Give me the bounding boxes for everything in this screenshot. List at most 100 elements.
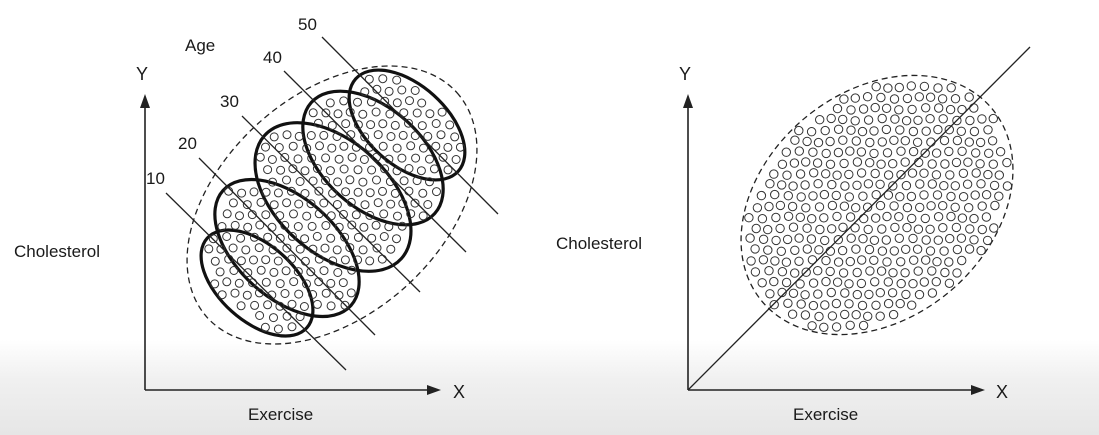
data-point (814, 202, 825, 212)
data-point (975, 159, 985, 169)
data-point (302, 211, 312, 221)
left-x-axis-label: X (453, 382, 465, 402)
data-point (319, 198, 329, 208)
data-point (390, 188, 400, 198)
data-point (282, 311, 292, 321)
data-point (927, 266, 937, 276)
data-point (896, 146, 906, 156)
data-point (255, 152, 265, 162)
data-point (964, 92, 974, 102)
data-point (326, 301, 336, 311)
data-point (838, 222, 848, 233)
data-point (801, 267, 811, 277)
data-point (366, 120, 376, 130)
data-point (813, 137, 824, 148)
data-point (222, 232, 232, 241)
data-point (385, 109, 395, 119)
data-point (263, 232, 273, 242)
data-point (280, 220, 290, 230)
data-point (833, 235, 843, 245)
data-point (875, 179, 885, 190)
data-point (862, 92, 873, 102)
data-point (312, 299, 322, 309)
age-group-10-ellipse (199, 228, 315, 338)
data-point (827, 200, 838, 211)
left-x-axis-arrowhead (427, 385, 441, 395)
data-point (294, 199, 304, 209)
data-point (341, 119, 351, 129)
data-point (340, 300, 350, 310)
data-point (333, 268, 343, 277)
data-point (981, 212, 992, 222)
data-point (890, 114, 900, 124)
data-point (940, 267, 950, 278)
data-point (423, 200, 433, 209)
right-x-variable-label: Exercise (793, 405, 858, 424)
data-point (896, 257, 906, 267)
data-point (963, 157, 973, 167)
data-point (794, 233, 804, 243)
data-point (875, 311, 885, 321)
data-point (315, 141, 324, 151)
data-point (404, 118, 413, 128)
data-point (237, 188, 247, 198)
data-point (932, 190, 943, 200)
data-point (378, 186, 387, 196)
data-point (790, 135, 800, 145)
data-point (863, 311, 873, 321)
data-point (908, 279, 918, 289)
data-point (869, 255, 879, 265)
data-point (321, 221, 331, 230)
data-point (425, 154, 434, 164)
data-point (758, 234, 769, 245)
data-point (833, 257, 844, 267)
data-point (851, 244, 861, 254)
data-point (875, 288, 885, 298)
data-point (455, 142, 465, 152)
data-point (970, 190, 980, 200)
data-point (977, 114, 987, 124)
data-point (931, 170, 942, 180)
data-point (921, 235, 931, 245)
data-point (306, 199, 316, 209)
data-point (235, 211, 244, 221)
data-point (788, 181, 798, 191)
data-point (1002, 181, 1013, 191)
age-group-50-line (321, 36, 499, 215)
data-point (776, 246, 786, 257)
data-point (887, 288, 898, 298)
data-point (957, 255, 967, 266)
data-point (261, 187, 271, 197)
data-point (794, 146, 804, 156)
data-point (944, 278, 955, 288)
data-point (360, 132, 370, 142)
data-point (845, 256, 855, 267)
data-point (919, 277, 929, 287)
data-point (858, 234, 868, 244)
data-point (275, 233, 285, 243)
data-point (286, 186, 296, 196)
data-point (971, 148, 981, 158)
data-point (367, 165, 377, 175)
data-point (883, 190, 894, 200)
data-point (881, 103, 892, 114)
data-point (795, 279, 805, 289)
data-point (951, 157, 962, 168)
data-point (267, 290, 277, 300)
data-point (418, 188, 428, 198)
data-point (988, 159, 998, 169)
data-point (431, 119, 441, 128)
data-point (746, 256, 756, 266)
data-point (299, 302, 309, 311)
data-point (341, 187, 351, 197)
data-point (275, 279, 285, 289)
data-point (360, 87, 370, 97)
data-point (406, 209, 416, 219)
data-point (913, 224, 924, 234)
data-point (412, 176, 422, 186)
data-point (982, 235, 993, 246)
data-point (827, 224, 837, 234)
data-point (288, 164, 298, 174)
data-point (946, 211, 956, 222)
overall-regression-line (687, 46, 1031, 391)
